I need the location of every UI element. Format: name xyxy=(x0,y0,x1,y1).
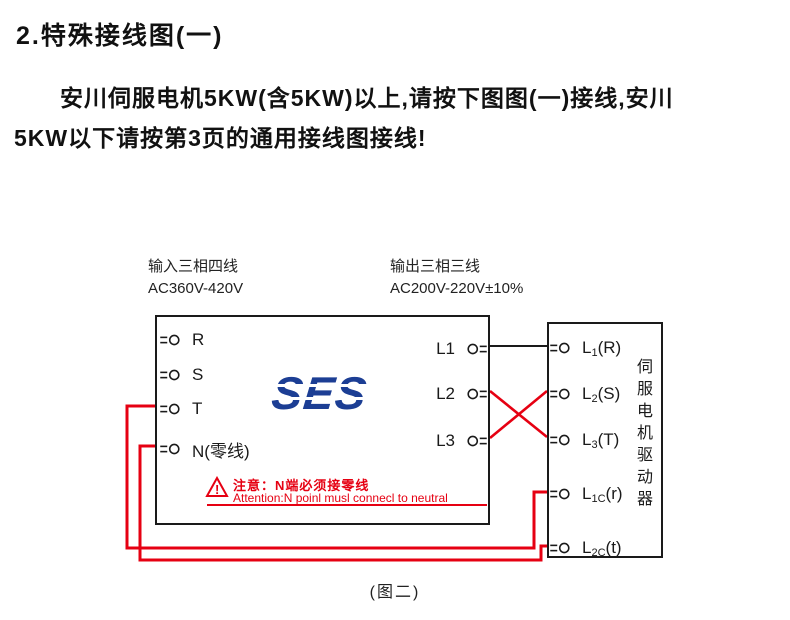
terminal-label-l3: L3 xyxy=(436,431,455,450)
terminal-connector-icon xyxy=(160,403,180,415)
terminal-label-l3t: L3(T) xyxy=(582,430,620,451)
terminal-r: R xyxy=(159,330,204,350)
ses-logo-text: SES xyxy=(269,367,370,419)
terminal-n: N(零线) xyxy=(159,439,250,461)
terminal-l3t: L3(T) xyxy=(549,430,620,451)
terminal-connector-icon xyxy=(550,434,570,446)
terminal-connector-icon xyxy=(550,488,570,500)
terminal-label-l2s: L2(S) xyxy=(582,384,621,405)
terminal-l1: L1 xyxy=(436,339,488,359)
terminal-s: S xyxy=(159,365,203,385)
wire-l2-cross xyxy=(489,389,548,439)
terminal-connector-icon xyxy=(160,443,180,455)
terminal-label-t: T xyxy=(192,399,203,418)
output-spec-label: 输出三相三线 AC200V-220V±10% xyxy=(390,256,523,300)
terminal-l2: L2 xyxy=(436,384,488,404)
input-spec-label: 输入三相四线 AC360V-420V xyxy=(148,256,243,300)
terminal-connector-icon xyxy=(550,388,570,400)
warning-icon: ! xyxy=(205,476,229,497)
terminal-connector-icon xyxy=(550,542,570,554)
terminal-connector-icon xyxy=(467,343,487,355)
terminal-t: T xyxy=(159,399,202,419)
terminal-label-s: S xyxy=(192,365,204,384)
input-spec-line2: AC360V-420V xyxy=(148,280,244,297)
terminal-label-n: N(零线) xyxy=(192,441,250,461)
output-spec-line2: AC200V-220V±10% xyxy=(390,280,524,297)
terminal-l2s: L2(S) xyxy=(549,384,621,405)
terminal-connector-icon xyxy=(160,369,180,381)
svg-text:!: ! xyxy=(215,482,219,497)
warning-text-en: Attention:N poinl musl connecl to neutra… xyxy=(233,491,448,505)
warning-underline xyxy=(207,504,487,506)
intro-line-1: 安川伺服电机5KW(含5KW)以上,请按下图图(一)接线,安川 xyxy=(60,85,674,111)
terminal-label-l1: L1 xyxy=(436,339,455,358)
terminal-label-l1c: L1C(r) xyxy=(582,484,623,505)
wire-l3-cross xyxy=(489,389,548,440)
terminal-connector-icon xyxy=(550,342,570,354)
intro-line-2: 5KW以下请按第3页的通用接线图接线! xyxy=(14,125,427,151)
output-spec-line1: 输出三相三线 xyxy=(390,258,481,275)
input-spec-line1: 输入三相四线 xyxy=(148,258,239,275)
terminal-label-l1r: L1(R) xyxy=(582,338,622,359)
transformer-box: R S T N(零线) L1 L2 L3 SES xyxy=(155,315,490,525)
ses-logo: SES xyxy=(245,367,395,421)
terminal-label-l2: L2 xyxy=(436,384,455,403)
page-title: 2.特殊接线图(一) xyxy=(16,22,224,50)
terminal-label-l2c: L2C(t) xyxy=(582,538,622,559)
figure-caption: (图二) xyxy=(369,584,421,601)
servo-driver-box: L1(R) L2(S) L3(T) L1C(r) L2C(t) 伺服电机驱动器 xyxy=(547,322,663,559)
terminal-connector-icon xyxy=(467,388,487,400)
terminal-connector-icon xyxy=(160,334,180,346)
terminal-l1c: L1C(r) xyxy=(549,484,623,505)
logo-stripe xyxy=(250,384,389,387)
terminal-l2c: L2C(t) xyxy=(549,538,622,559)
terminal-label-r: R xyxy=(192,330,205,349)
intro-paragraph: 安川伺服电机5KW(含5KW)以上,请按下图图(一)接线,安川 5KW以下请按第… xyxy=(14,78,776,158)
terminal-l1r: L1(R) xyxy=(549,338,622,359)
servo-driver-vertical-label: 伺服电机驱动器 xyxy=(634,358,651,512)
terminal-l3: L3 xyxy=(436,431,488,451)
logo-stripe xyxy=(250,397,389,400)
terminal-connector-icon xyxy=(467,435,487,447)
